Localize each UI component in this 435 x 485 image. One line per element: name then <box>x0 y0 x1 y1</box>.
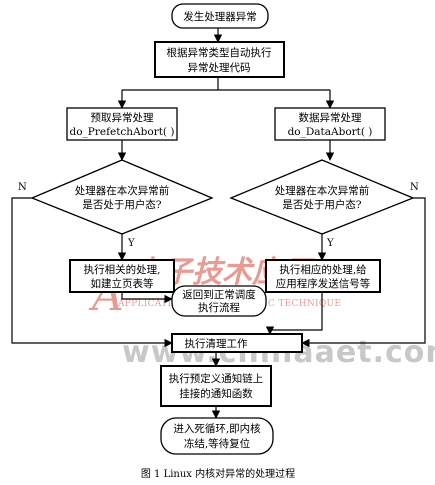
node-cleanup: 执行清理工作 <box>171 333 303 353</box>
label-left-yes: Y <box>127 238 135 249</box>
node-dead-loop-line-1: 进入死循环,即内核 <box>173 422 261 435</box>
node-notify-chain-line-1: 执行预定义通知链上 <box>169 372 264 385</box>
node-prefetch-line-1: 预取异常处理 <box>91 111 154 124</box>
node-auto-exec-line-2: 异常处理代码 <box>188 61 251 74</box>
node-decision-left: 处理器在本次异常前 是否处于用户态? <box>30 159 214 235</box>
label-right-yes: Y <box>326 238 334 249</box>
edge-left-no <box>11 197 173 348</box>
node-decision-left-line-1: 处理器在本次异常前 <box>75 184 170 197</box>
node-dead-loop-line-2: 冻结,等待复位 <box>184 437 251 450</box>
node-auto-exec: 根据异常类型自动执行 异常处理代码 <box>154 41 285 78</box>
node-dead-loop: 进入死循环,即内核 冻结,等待复位 <box>160 417 274 455</box>
node-send-signal: 执行相应的处理,给 应用程序发送信号等 <box>265 259 381 293</box>
node-send-signal-line-2: 应用程序发送信号等 <box>276 277 371 290</box>
node-notify-chain: 执行预定义通知链上 挂接的通知函数 <box>160 365 272 407</box>
node-prefetch: 预取异常处理 do_PrefetchAbort( ) <box>66 107 178 141</box>
label-left-no: N <box>18 182 27 193</box>
node-related-proc-line-1: 执行相关的处理, <box>84 263 161 276</box>
node-related-proc-line-2: 如建立页表等 <box>91 277 154 290</box>
edge-labels: Y N Y N <box>18 182 419 249</box>
node-auto-exec-line-1: 根据异常类型自动执行 <box>167 46 272 59</box>
node-decision-right-line-1: 处理器在本次异常前 <box>275 184 370 197</box>
node-return-normal: 返回到正常调度 执行流程 <box>171 285 267 317</box>
node-return-normal-line-1: 返回到正常调度 <box>182 288 256 301</box>
node-dataabort-line-1: 数据异常处理 <box>299 111 362 124</box>
edge-related-to-return <box>121 292 173 304</box>
node-decision-left-line-2: 是否处于用户态? <box>82 198 161 211</box>
node-cleanup-line-1: 执行清理工作 <box>185 337 248 350</box>
edges <box>11 28 426 419</box>
node-return-normal-line-2: 执行流程 <box>198 301 240 314</box>
node-decision-right-line-2: 是否处于用户态? <box>282 198 361 211</box>
edge-right-no <box>301 197 426 348</box>
node-decision-right: 处理器在本次异常前 是否处于用户态? <box>229 159 415 235</box>
figure-caption: 图 1 Linux 内核对异常的处理过程 <box>141 467 295 480</box>
node-related-proc: 执行相关的处理, 如建立页表等 <box>69 259 175 293</box>
node-start: 发生处理器异常 <box>171 3 269 29</box>
label-right-no: N <box>410 182 419 193</box>
node-send-signal-line-1: 执行相应的处理,给 <box>279 263 367 276</box>
node-start-line-1: 发生处理器异常 <box>183 10 257 23</box>
node-dataabort-line-2: do_DataAbort( ) <box>288 126 373 138</box>
node-notify-chain-line-2: 挂接的通知函数 <box>179 387 253 400</box>
node-dataabort: 数据异常处理 do_DataAbort( ) <box>274 107 386 141</box>
edge-signal-to-cleanup <box>265 292 323 335</box>
node-prefetch-line-2: do_PrefetchAbort( ) <box>70 126 175 138</box>
